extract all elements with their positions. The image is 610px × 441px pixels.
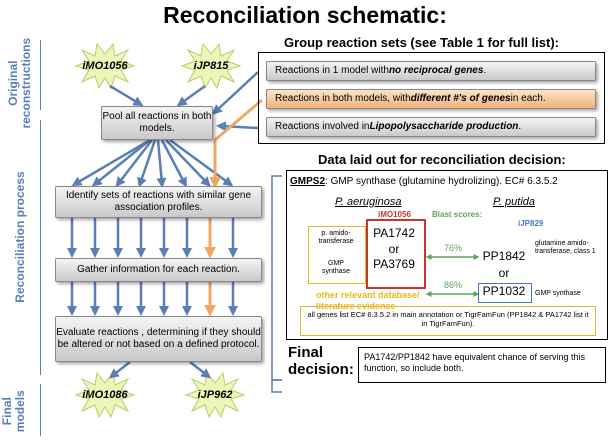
gather-box: Gather information for each reaction. xyxy=(55,258,262,282)
gmps2-desc: : GMP synthase (glutamine hydrolizing). … xyxy=(325,176,558,187)
pa-gene-box xyxy=(366,219,426,289)
page-title: Reconciliation schematic: xyxy=(163,2,447,28)
group-set-1-post: . xyxy=(483,64,487,76)
left-annotation-1: p. amido- transferase xyxy=(318,230,354,246)
right-annotation-2: GMP synthase xyxy=(535,290,581,297)
literature-text: all genes list EC# 6.3.5.2 in main annot… xyxy=(307,310,589,328)
pp-or: or xyxy=(498,266,510,280)
group-set-1-em: no reciprocal genes xyxy=(388,64,484,76)
bracket-process xyxy=(40,120,41,375)
group-container xyxy=(258,52,605,144)
right-annotation-1: glutamine amido- transferase, class 1 xyxy=(535,240,596,256)
group-set-2: Reactions in both models, with different… xyxy=(266,89,596,109)
model-ijp815: iJP815 xyxy=(193,60,229,72)
group-set-2-em: different #'s of genes xyxy=(410,92,511,104)
gmps2-line: GMPS2: GMP synthase (glutamine hydrolizi… xyxy=(290,176,558,188)
model-imo1086: iMO1086 xyxy=(82,389,128,401)
bracket-original xyxy=(40,40,41,110)
final-decision-label: Final decision: xyxy=(288,344,354,379)
literature-label: other relevant database/ literature evid… xyxy=(316,290,420,311)
group-set-1-pre: Reactions in 1 model with xyxy=(275,64,389,76)
final-decision-text: PA1742/PP1842 have equivalent chance of … xyxy=(364,352,585,373)
gmps2-label: GMPS2 xyxy=(290,176,326,187)
pool-box: Pool all reactions in both models. xyxy=(101,106,213,140)
model-imo1056: iMO1056 xyxy=(82,60,128,72)
evaluate-box: Evaluate reactions , determining if they… xyxy=(55,316,262,362)
organism-2: P. putida xyxy=(493,196,536,208)
model-ijp962: iJP962 xyxy=(197,389,233,401)
organism-1: P. aeruginosa xyxy=(335,196,402,208)
pa-genes: PA1742 or PA3769 xyxy=(373,226,415,272)
star-imo1086 xyxy=(74,371,136,419)
group-set-3: Reactions involved in Lipopolysaccharide… xyxy=(266,117,596,137)
group-set-3-post: . xyxy=(518,120,522,132)
blast-score-1: 76% xyxy=(444,243,463,253)
group-set-1: Reactions in 1 model with no reciprocal … xyxy=(266,61,596,81)
data-panel xyxy=(286,170,608,340)
group-set-3-em: Lipopolysaccharide production xyxy=(369,120,519,132)
model-1-label: iMO1056 xyxy=(378,210,411,219)
blast-label: Blast scores: xyxy=(432,210,483,219)
left-annotation-box xyxy=(308,226,366,284)
literature-box xyxy=(300,306,596,336)
left-annotation-2: GMP synthase xyxy=(321,260,351,276)
group-set-2-pre: Reactions in both models, with xyxy=(275,92,411,104)
star-ijp962 xyxy=(184,371,246,419)
bracket-final xyxy=(40,384,41,436)
group-set-3-pre: Reactions involved in xyxy=(275,120,370,132)
blast-score-2: 86% xyxy=(444,280,463,290)
identify-box: Identify sets of reactions with similar … xyxy=(55,186,262,218)
pp1032-box xyxy=(478,283,532,303)
group-heading: Group reaction sets (see Table 1 for ful… xyxy=(284,35,559,50)
pp1842-gene: PP1842 xyxy=(482,249,526,263)
group-set-2-post: in each. xyxy=(510,92,546,104)
star-imo1056 xyxy=(74,42,136,90)
data-heading: Data laid out for reconciliation decisio… xyxy=(318,152,566,167)
model-2-label: iJP829 xyxy=(518,219,544,228)
star-ijp815 xyxy=(180,42,242,90)
pp1032-gene: PP1032 xyxy=(482,284,526,298)
final-decision-box xyxy=(358,347,606,383)
